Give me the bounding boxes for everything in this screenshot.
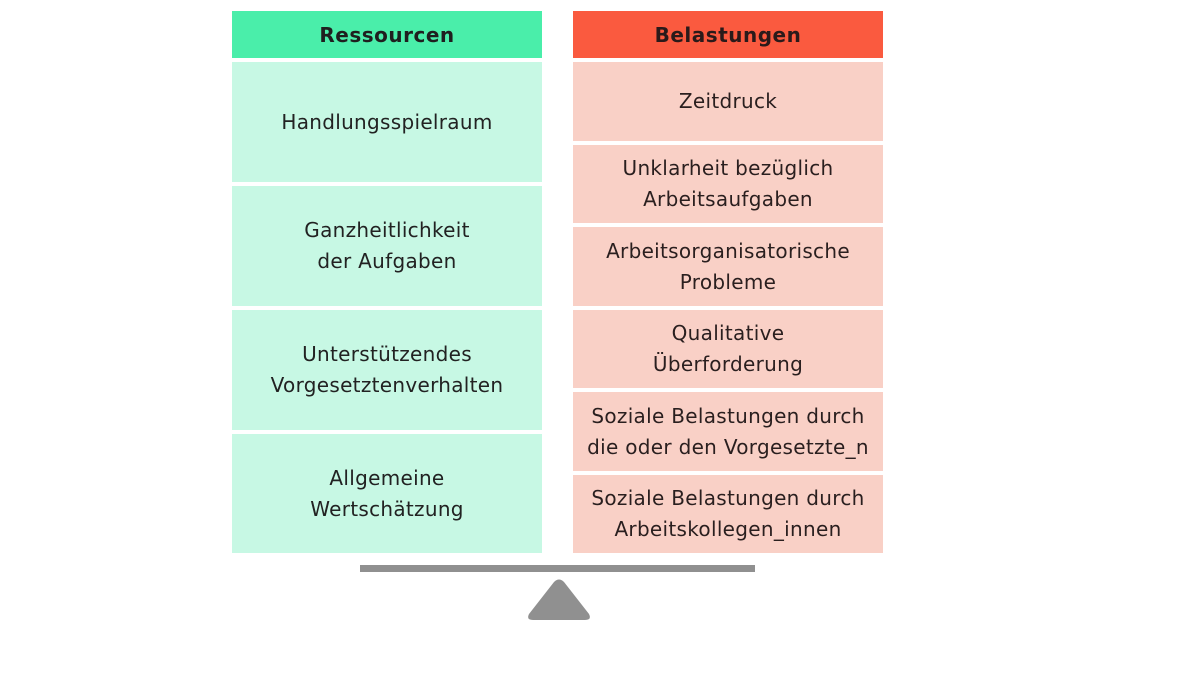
burden-item-line1: Qualitative bbox=[671, 321, 785, 345]
burden-item: Zeitdruck bbox=[573, 62, 883, 141]
resource-item-line1: Allgemeine bbox=[329, 465, 445, 490]
resource-item-line1: Unterstützendes bbox=[302, 342, 472, 366]
burden-item-line1: Unklarheit bezüglich bbox=[622, 156, 834, 180]
scale-fulcrum-icon bbox=[526, 578, 592, 626]
resource-item: Ganzheitlichkeit der Aufgaben bbox=[232, 186, 542, 306]
resource-item-line1: Handlungsspielraum bbox=[281, 109, 493, 134]
burdens-column: Belastungen Zeitdruck Unklarheit bezügli… bbox=[573, 11, 883, 553]
burden-item-line1: Soziale Belastungen durch bbox=[591, 486, 865, 510]
burden-item-line1: Zeitdruck bbox=[678, 89, 778, 113]
burden-item-line1: Soziale Belastungen durch bbox=[591, 403, 865, 428]
burden-item-line2: die oder den Vorgesetzte_n bbox=[587, 434, 869, 459]
resources-column: Ressourcen Handlungsspielraum Ganzheitli… bbox=[232, 11, 542, 553]
burden-item-line2: Überforderung bbox=[652, 352, 804, 376]
resource-item: Handlungsspielraum bbox=[232, 62, 542, 182]
resources-header: Ressourcen bbox=[232, 11, 542, 58]
burden-item: Soziale Belastungen durch die oder den Vo… bbox=[573, 392, 883, 471]
burden-item-line2: Probleme bbox=[679, 269, 777, 294]
resource-item-line2: Vorgesetztenverhalten bbox=[270, 373, 504, 397]
burden-item-line1: Arbeitsorganisatorische bbox=[606, 238, 850, 263]
resource-item-line2: Wertschätzung bbox=[310, 496, 464, 521]
resource-item-line1: Ganzheitlichkeit bbox=[304, 218, 470, 242]
burden-item-line2: Arbeitskollegen_innen bbox=[614, 517, 842, 541]
resource-item-line2: der Aufgaben bbox=[317, 249, 457, 273]
burdens-header: Belastungen bbox=[573, 11, 883, 58]
scale-beam bbox=[360, 565, 755, 572]
burden-item-line2: Arbeitsaufgaben bbox=[643, 187, 813, 211]
